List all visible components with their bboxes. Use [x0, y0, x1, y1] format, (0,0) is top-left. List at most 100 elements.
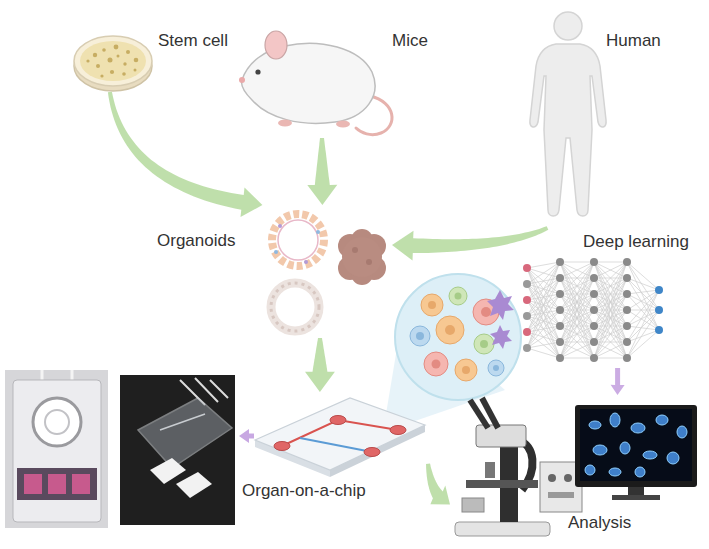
- figure-node: Human: [525, 8, 675, 228]
- network-link: [594, 358, 627, 359]
- organoid-shapes: [271, 283, 319, 331]
- zoom-circle: [490, 325, 512, 349]
- monitor: [667, 452, 679, 464]
- network-unit: [590, 306, 598, 314]
- network-unit: [556, 258, 564, 266]
- monitor: [609, 468, 621, 476]
- petri-dish: [126, 50, 130, 54]
- network-link: [627, 330, 659, 358]
- petri-dish: [80, 41, 146, 81]
- network-link: [560, 262, 594, 342]
- chip-photo: [150, 458, 186, 484]
- network-unit: [556, 306, 564, 314]
- monitor: [589, 421, 601, 429]
- network-link: [594, 262, 627, 326]
- network-link: [527, 294, 560, 348]
- chip-photo: [13, 380, 101, 522]
- zoom-circle: [395, 274, 521, 400]
- petri-dish: [117, 55, 120, 58]
- mouse-figure: [278, 120, 292, 127]
- organoid-shapes: [366, 259, 372, 265]
- network-link: [627, 278, 659, 290]
- flow-arrow: [392, 226, 548, 260]
- organoid-shapes: [272, 214, 324, 266]
- network-link: [560, 310, 594, 358]
- organoid-shapes: [274, 250, 278, 254]
- monitor: [612, 495, 660, 500]
- petri-dish: [123, 62, 126, 65]
- zoom-circle: [462, 366, 470, 374]
- chip-device: [364, 448, 380, 457]
- chip-device: [330, 416, 346, 425]
- zoom-circle: [480, 340, 488, 348]
- chip-device: [390, 426, 406, 435]
- chip-photo: [72, 474, 90, 494]
- zoom-circle: [455, 293, 462, 300]
- network-link: [560, 342, 594, 358]
- network-link: [560, 278, 594, 358]
- network-link: [560, 262, 594, 326]
- network-unit: [556, 338, 564, 346]
- chip-photo: [24, 474, 42, 494]
- figure-node: Stem cell: [72, 28, 230, 92]
- microscope: [455, 398, 582, 536]
- network-link: [560, 294, 594, 358]
- petri-dish: [108, 58, 113, 63]
- flow-arrow: [108, 92, 263, 217]
- chip-photo: [5, 370, 108, 528]
- neural-network: [523, 258, 663, 362]
- organoid-shapes: [316, 230, 320, 234]
- flow-arrow: [611, 368, 625, 395]
- petri-dish: [93, 53, 97, 57]
- microscope: [476, 425, 526, 447]
- human-figure: [530, 44, 606, 216]
- flow-arrow: [307, 138, 337, 205]
- network-link: [560, 262, 594, 342]
- network-unit: [590, 290, 598, 298]
- chip-photo: [176, 472, 212, 498]
- network-unit: [623, 322, 631, 330]
- chip-photo: [48, 474, 66, 494]
- network-unit: [590, 338, 598, 346]
- network-link: [594, 294, 627, 358]
- zoom-circle: [432, 360, 441, 369]
- network-link: [627, 330, 659, 342]
- network-link: [627, 290, 659, 358]
- monitor: [575, 405, 697, 487]
- network-link: [560, 294, 594, 358]
- network-unit: [590, 258, 598, 266]
- zoom-circle: [421, 294, 443, 316]
- monitor: [656, 415, 668, 425]
- monitor: [593, 445, 607, 455]
- organoid-shapes: [304, 260, 308, 264]
- petri-dish: [134, 69, 137, 72]
- network-unit: [590, 274, 598, 282]
- zoom-circle: [493, 365, 499, 371]
- network-unit: [655, 306, 663, 314]
- network-link: [627, 310, 659, 330]
- zoom-circle: [488, 360, 504, 376]
- network-link: [627, 326, 659, 330]
- network-link: [627, 278, 659, 330]
- network-unit: [655, 286, 663, 294]
- network-link: [560, 358, 594, 359]
- network-unit: [556, 290, 564, 298]
- microscope: [466, 480, 538, 488]
- network-link: [594, 262, 627, 358]
- network-link: [594, 342, 627, 358]
- zoom-circle: [487, 290, 514, 320]
- zoom-circle: [424, 352, 448, 376]
- network-unit: [523, 344, 531, 352]
- microscope: [455, 522, 550, 536]
- network-link: [527, 278, 560, 348]
- node-label: Human: [606, 30, 661, 52]
- monitor: [580, 409, 692, 481]
- network-link: [594, 310, 627, 358]
- figure-node: Analysis: [450, 395, 700, 545]
- monitor: [585, 465, 595, 475]
- mouse-figure: [242, 43, 375, 123]
- monitor: [635, 467, 645, 477]
- node-label: Analysis: [568, 512, 631, 534]
